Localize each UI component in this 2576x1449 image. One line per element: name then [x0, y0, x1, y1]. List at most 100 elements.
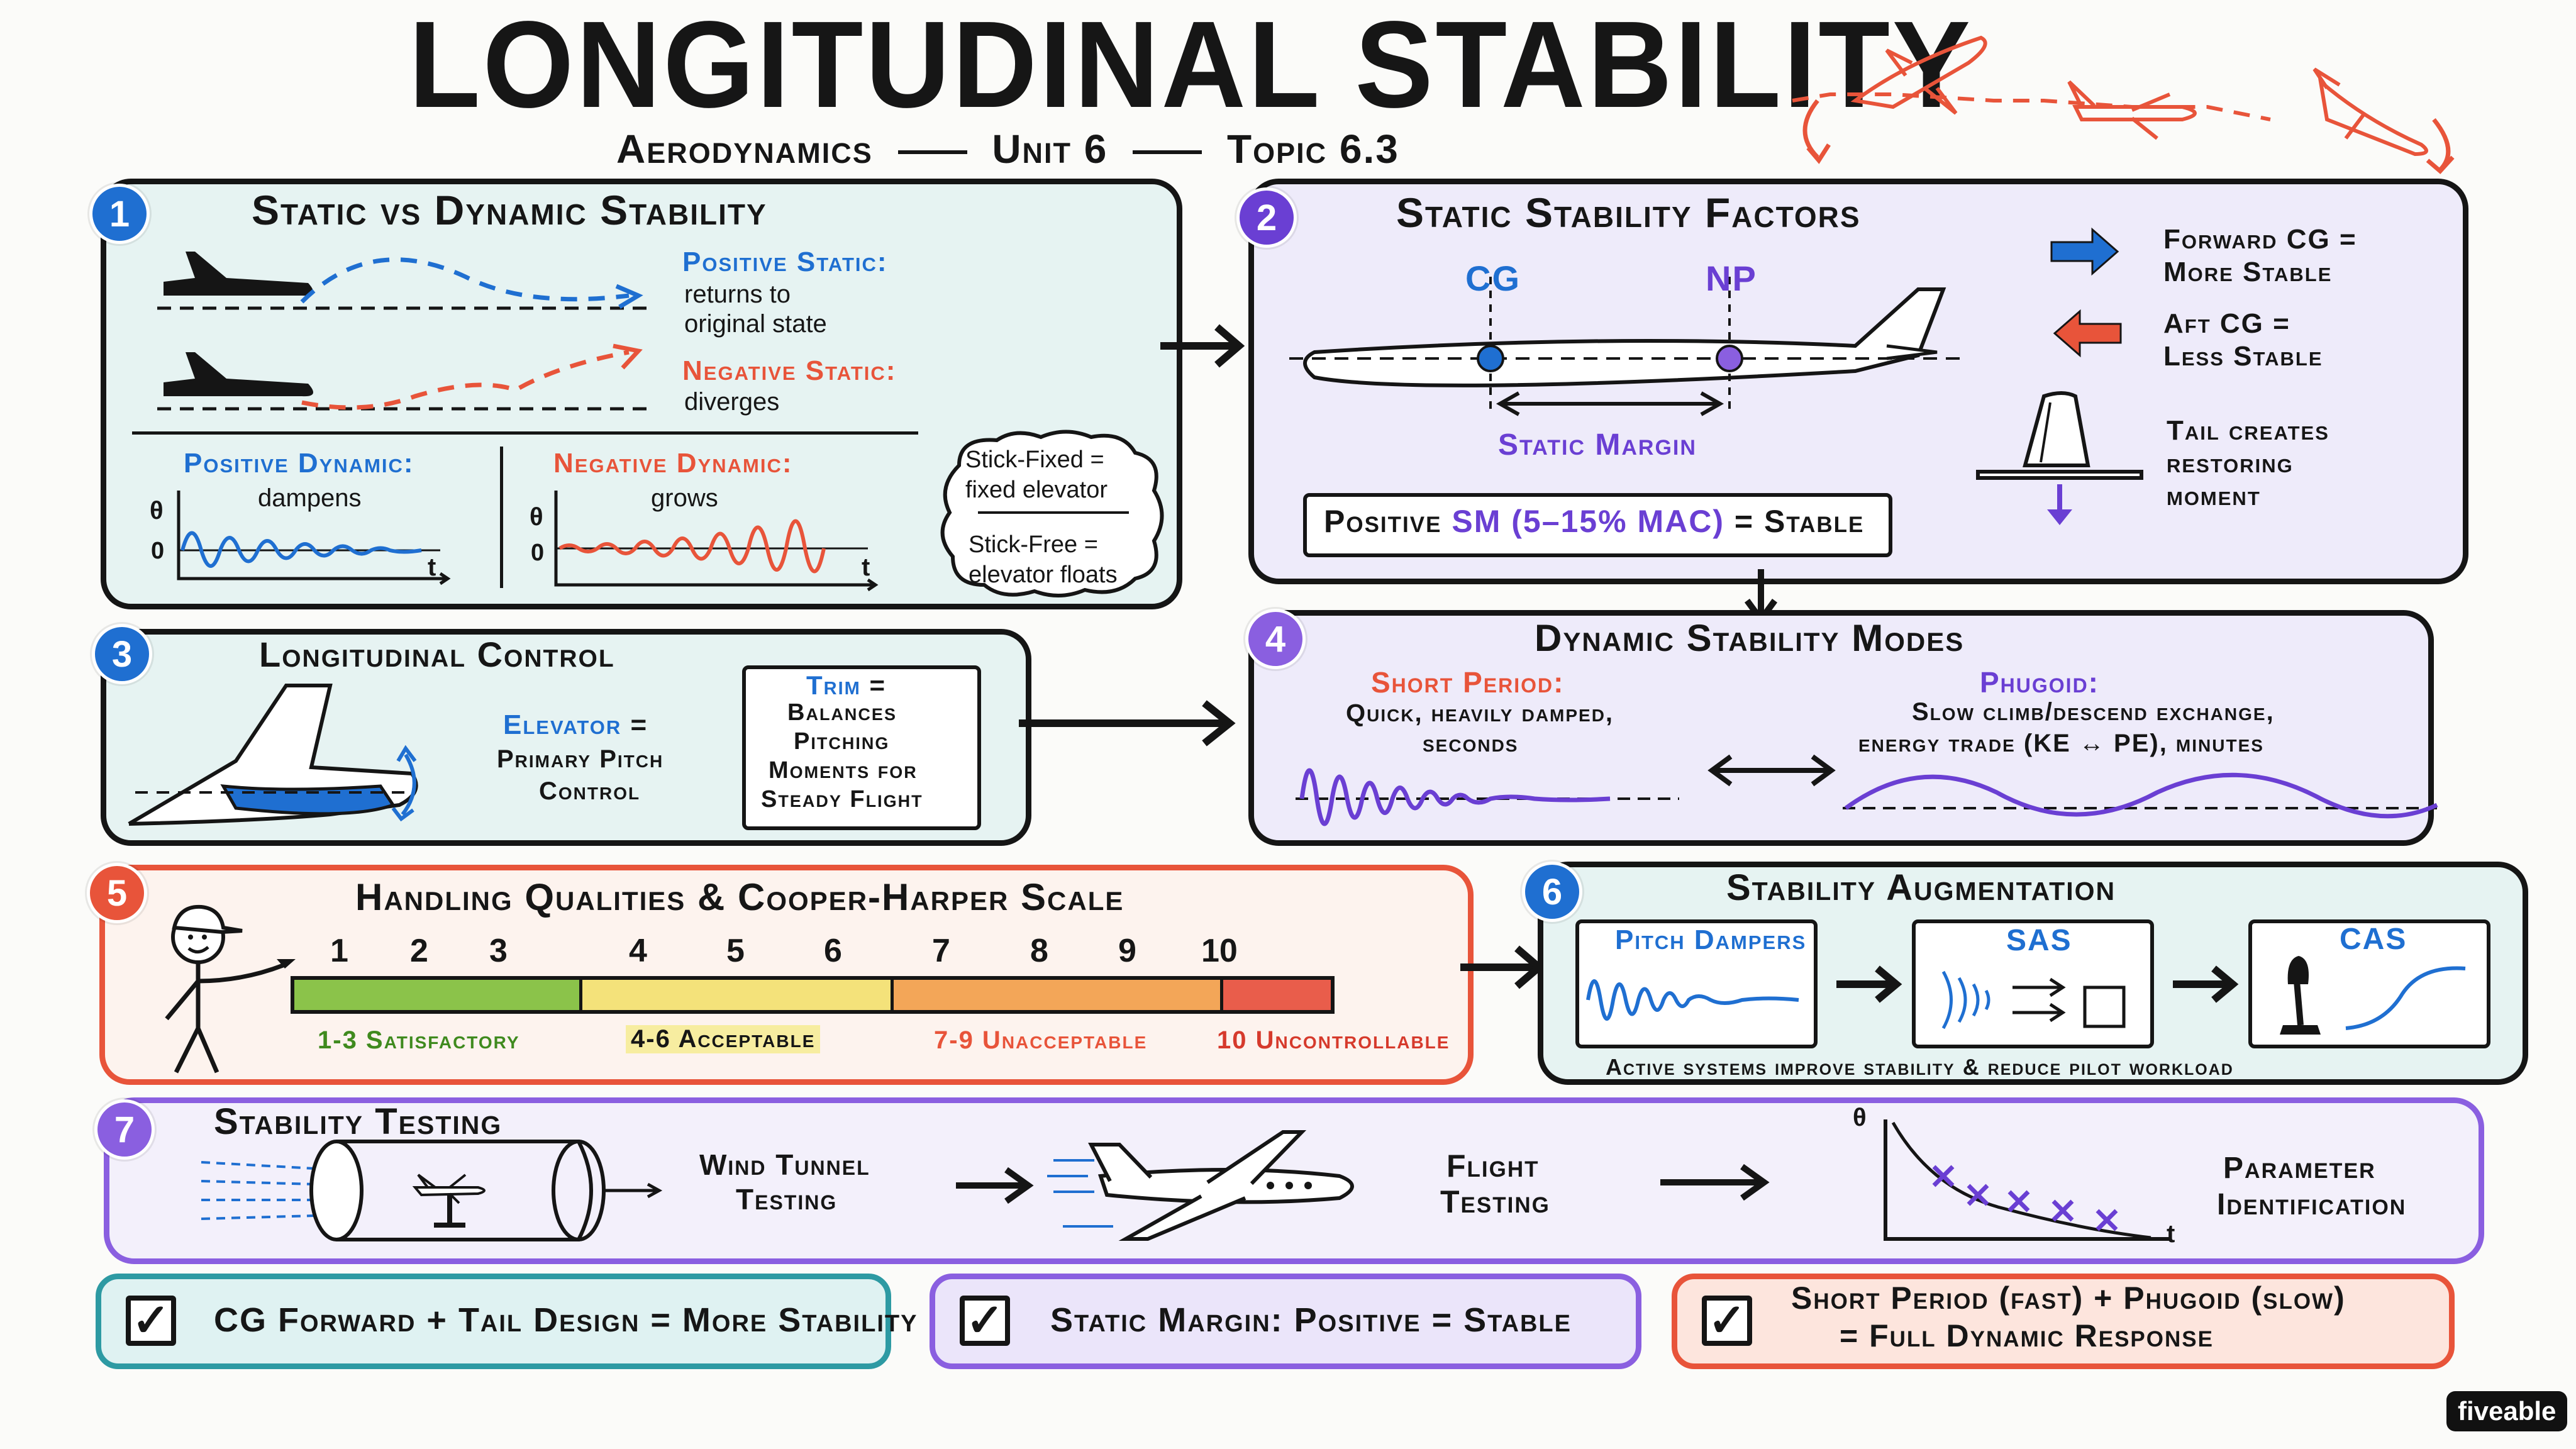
phugoid-line2: energy trade (KE ↔ PE), minutes: [1858, 730, 2264, 757]
panel-7-number: 7: [94, 1099, 155, 1160]
panel-7-title: Stability Testing: [214, 1101, 502, 1142]
elevator-title: Elevator =: [503, 709, 648, 741]
elevator-word: Elevator: [503, 709, 622, 740]
pos-dyn-axis-t: t: [428, 553, 436, 581]
panel-1-static-illustration: [157, 252, 654, 411]
brand-logo[interactable]: fiveable: [2446, 1391, 2568, 1431]
neg-dyn-axis-t: t: [862, 553, 870, 581]
tail-fin-icon: [1976, 391, 2143, 525]
neg-dyn-axis-theta: θ: [530, 503, 543, 531]
airplane-cg-np-diagram: [1289, 277, 1968, 416]
phugoid-title: Phugoid:: [1980, 666, 2099, 699]
scale-tick-1: 1: [330, 933, 348, 969]
pitch-dampers-label: Pitch Dampers: [1615, 924, 1807, 955]
trim-word: Trim: [806, 670, 861, 700]
trim-line4: Moments for: [769, 757, 918, 784]
scale-tick-9: 9: [1118, 933, 1136, 969]
flight-testing-line2: Testing: [1440, 1184, 1550, 1219]
positive-dynamic-wave: [177, 491, 451, 586]
panel-4-number: 4: [1245, 609, 1306, 669]
label-unacceptable: 7-9 Unacceptable: [934, 1026, 1148, 1054]
neg-dyn-axis-zero: 0: [531, 540, 545, 566]
stick-fixed-line1: Stick-Fixed =: [965, 447, 1104, 473]
summary-2-text: Static Margin: Positive = Stable: [1050, 1301, 1572, 1339]
tail-line3: moment: [2167, 480, 2261, 511]
panel-3-number: 3: [92, 624, 152, 684]
aft-cg-line2: Less Stable: [2163, 341, 2323, 372]
short-period-wave: [1296, 768, 1679, 826]
trim-eq: =: [869, 670, 887, 700]
negative-dynamic-wave: [554, 491, 879, 592]
joystick-icon: [2280, 956, 2466, 1035]
sm-highlight: SM (5–15% MAC): [1452, 504, 1724, 539]
param-axis-theta: θ: [1853, 1104, 1867, 1131]
red-arrow-icon: [2053, 309, 2122, 358]
bar-acceptable: [582, 980, 894, 1010]
panel-dynamic-stability-modes: [1248, 610, 2434, 846]
panel-6-number: 6: [1522, 862, 1582, 922]
pitch-damper-wave: [1586, 979, 1799, 1021]
wind-tunnel-line1: Wind Tunnel: [699, 1148, 870, 1181]
pitch-dampers-card: [1575, 919, 1818, 1048]
np-label: NP: [1706, 258, 1757, 298]
panel-6-title: Stability Augmentation: [1726, 867, 2116, 908]
panel-1-divider: [132, 431, 918, 435]
panel-4-title: Dynamic Stability Modes: [1535, 617, 1965, 659]
plane-icon: [164, 252, 313, 397]
positive-dynamic-title: Positive Dynamic:: [184, 448, 414, 479]
sm-formula-box: [1303, 493, 1892, 557]
sas-label: SAS: [2006, 924, 2072, 957]
sm-formula: Positive SM (5–15% MAC) = Stable: [1324, 503, 1864, 540]
short-period-title: Short Period:: [1371, 666, 1565, 699]
bar-uncontrollable: [1223, 980, 1331, 1010]
param-axis-t: t: [2167, 1220, 2175, 1248]
short-period-line1: Quick, heavily damped,: [1346, 699, 1614, 727]
scale-tick-4: 4: [629, 933, 647, 969]
summary-card-1: [96, 1274, 891, 1369]
checkbox-icon: ✓: [1702, 1296, 1752, 1346]
panel-1-vertical-divider: [500, 447, 503, 588]
stick-fixed-cloud: [940, 430, 1164, 597]
panel-1-title: Static vs Dynamic Stability: [252, 187, 767, 233]
blue-arrow-icon: [2050, 227, 2119, 276]
negative-dynamic-title: Negative Dynamic:: [553, 448, 793, 479]
arrow-flight-to-param: [1660, 1163, 1770, 1201]
page-title: Longitudinal Stability: [409, 0, 1973, 133]
scale-tick-7: 7: [932, 933, 950, 969]
label-satisfactory: 1-3 Satisfactory: [318, 1026, 520, 1054]
scale-tick-5: 5: [726, 933, 745, 969]
summary-3-line2: = Full Dynamic Response: [1840, 1318, 2214, 1353]
phugoid-line1: Slow climb/descend exchange,: [1912, 698, 2275, 726]
checkbox-icon: ✓: [126, 1296, 176, 1346]
stick-free-line2: elevator floats: [969, 562, 1118, 588]
parameter-identification-plot: [1884, 1119, 2170, 1241]
phugoid-wave: [1843, 772, 2438, 819]
pos-dyn-axis-theta: θ: [150, 497, 164, 525]
flight-test-airplane-icon: [1047, 1130, 1354, 1241]
negative-static-line2: diverges: [684, 388, 780, 416]
double-arrow: [1707, 754, 1836, 787]
subtitle-unit: Unit 6: [992, 126, 1108, 172]
elevator-line3: Control: [539, 777, 641, 805]
sm-suffix: = Stable: [1734, 504, 1865, 539]
aft-cg-line1: Aft CG =: [2163, 308, 2290, 339]
bar-unacceptable: [893, 980, 1223, 1010]
panel-5-title: Handling Qualities & Cooper-Harper Scale: [355, 876, 1124, 918]
scale-tick-10: 10: [1201, 933, 1238, 969]
cas-label: CAS: [2340, 923, 2407, 956]
trim-line5: Steady Flight: [761, 786, 923, 813]
scale-tick-3: 3: [489, 933, 508, 969]
trim-line3: Pitching: [794, 728, 890, 755]
pilot-figure: [165, 904, 296, 1074]
positive-static-line1: returns to: [684, 280, 791, 308]
elevator-line2: Primary Pitch: [497, 745, 664, 773]
tail-line1: Tail creates: [2167, 415, 2329, 446]
negative-static-title: Negative Static:: [682, 355, 897, 386]
positive-static-title: Positive Static:: [682, 247, 888, 277]
flight-testing-line1: Flight: [1446, 1148, 1540, 1184]
arrow-sas-to-cas: [2173, 965, 2239, 1003]
summary-1-text: CG Forward + Tail Design = More Stabilit…: [214, 1301, 918, 1339]
summary-3-line1: Short Period (fast) + Phugoid (slow): [1791, 1280, 2346, 1316]
elevator-eq: =: [630, 709, 648, 740]
summary-card-2: [930, 1274, 1641, 1369]
